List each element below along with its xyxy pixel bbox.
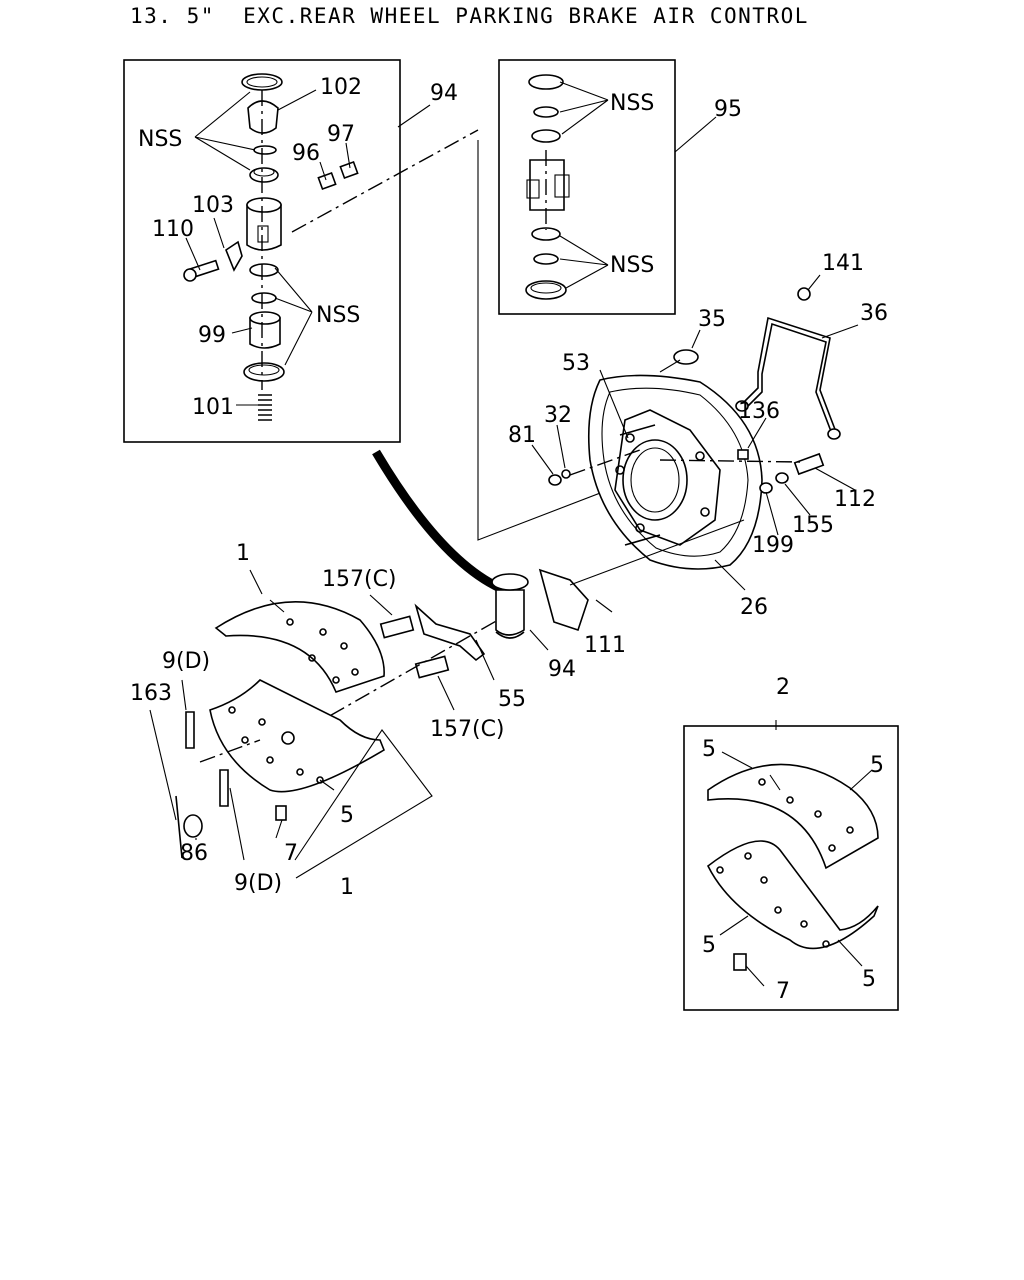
inset-valve-parts [498,59,717,315]
label-199: 199 [752,533,794,558]
label-9d-top: 9(D) [162,649,210,674]
label-102: 102 [320,75,362,100]
label-1-top: 1 [236,541,250,566]
inset-lining-kit [683,720,899,1011]
inset-chamber-parts [123,59,431,443]
label-1-bottom: 1 [340,875,354,900]
label-112: 112 [834,487,876,512]
backing-plate [531,274,859,591]
label-97: 97 [327,122,355,147]
label-141: 141 [822,251,864,276]
label-5-left: 5 [340,803,354,828]
label-110: 110 [152,217,194,242]
label-86: 86 [180,841,208,866]
label-nss-3: NSS [610,91,654,116]
label-nss-2: NSS [316,303,360,328]
label-5-kit-b: 5 [870,753,884,778]
label-101: 101 [192,395,234,420]
label-136: 136 [738,399,780,424]
diagram-title: 13. 5" EXC.REAR WHEEL PARKING BRAKE AIR … [130,4,809,28]
label-96: 96 [292,141,320,166]
label-55: 55 [498,687,526,712]
label-95: 95 [714,97,742,122]
label-155: 155 [792,513,834,538]
label-81: 81 [508,423,536,448]
part-labels: 102 94 NSS 97 96 103 110 NSS 99 101 NSS … [130,75,888,1004]
label-nss-4: NSS [610,253,654,278]
label-94-bottom: 94 [548,657,576,682]
label-99: 99 [198,323,226,348]
label-7-kit: 7 [776,979,790,1004]
label-103: 103 [192,193,234,218]
label-94-top: 94 [430,81,458,106]
cam-assembly [304,519,745,731]
brake-shoes [149,569,433,879]
label-111: 111 [584,633,626,658]
label-7-left: 7 [284,841,298,866]
label-2: 2 [776,675,790,700]
label-32: 32 [544,403,572,428]
label-5-kit-c: 5 [702,933,716,958]
label-nss-1: NSS [138,127,182,152]
label-9d-bottom: 9(D) [234,871,282,896]
label-36: 36 [860,301,888,326]
label-53: 53 [562,351,590,376]
label-157c-top: 157(C) [322,567,397,592]
label-163: 163 [130,681,172,706]
label-26: 26 [740,595,768,620]
label-157c-bottom: 157(C) [430,717,505,742]
label-5-kit-d: 5 [862,967,876,992]
label-5-kit-a: 5 [702,737,716,762]
label-35: 35 [698,307,726,332]
